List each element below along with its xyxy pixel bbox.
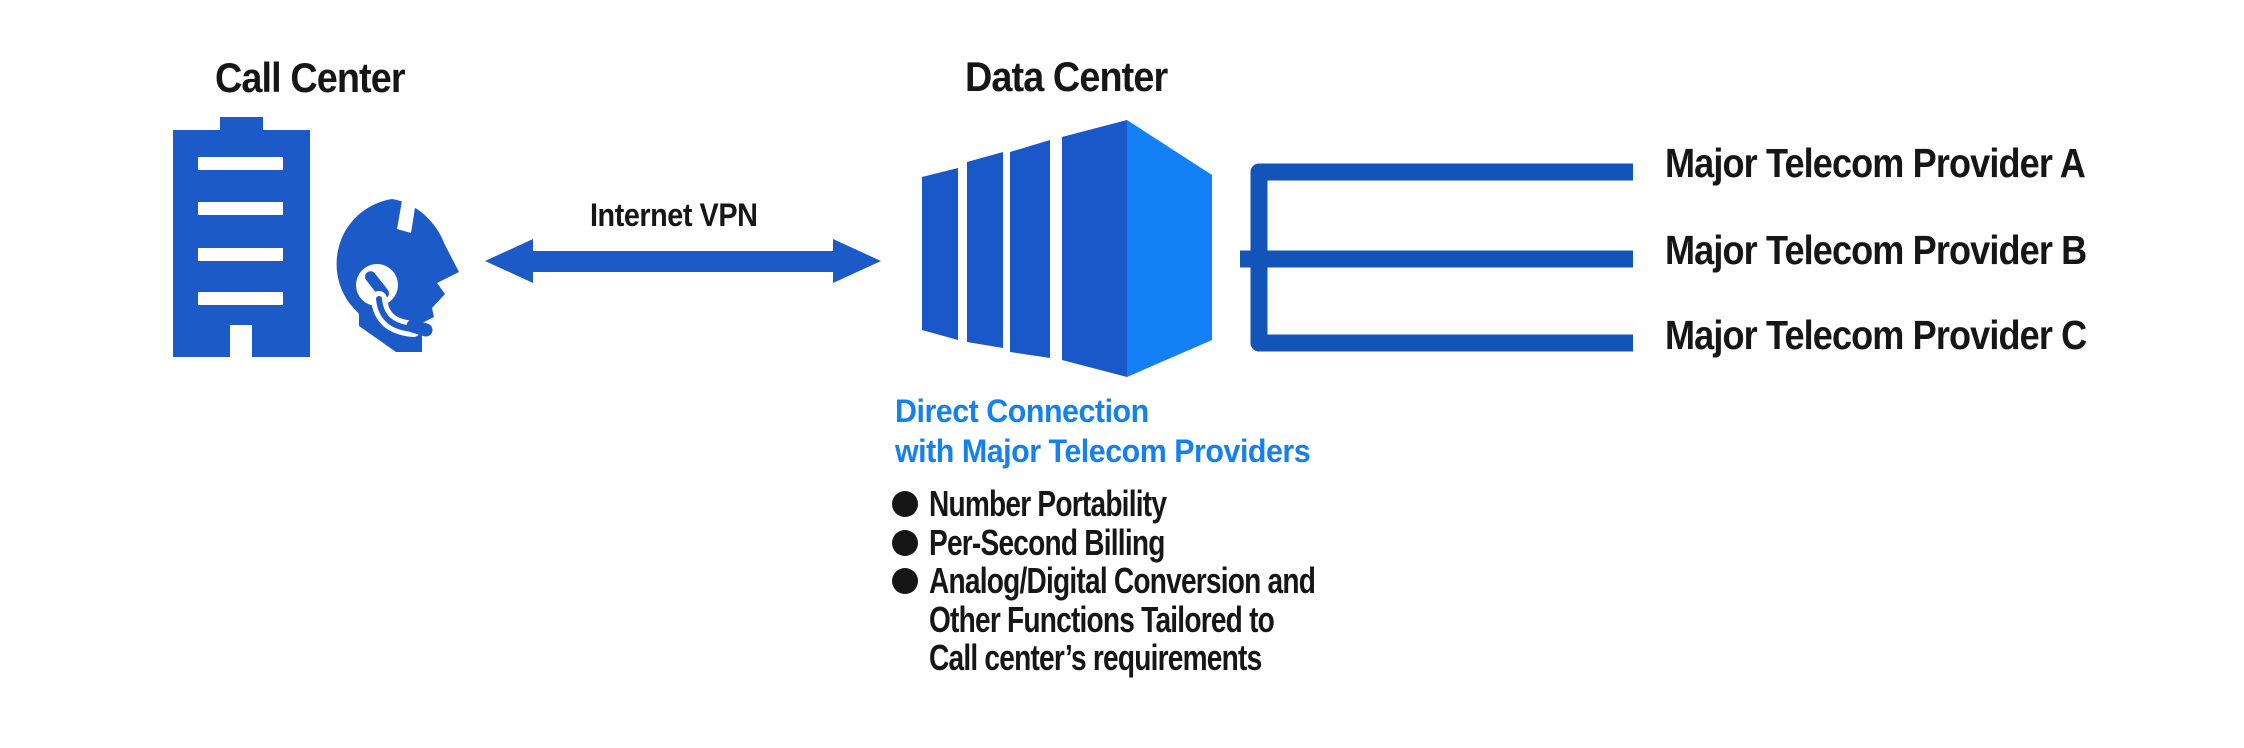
heading-line-1: Direct Connection bbox=[895, 393, 1149, 429]
call-center-title: Call Center bbox=[215, 54, 406, 101]
provider-label-a: Major Telecom Provider A bbox=[1665, 140, 2086, 186]
feature-item: Per-Second Billing bbox=[892, 522, 1424, 563]
bullet-dot-icon bbox=[892, 491, 918, 518]
feature-item: Analog/Digital Conversion and bbox=[892, 560, 1424, 601]
headband-gap bbox=[397, 195, 417, 233]
vpn-double-arrow-icon bbox=[485, 239, 881, 283]
office-building-icon bbox=[173, 117, 310, 357]
internet-vpn-label: Internet VPN bbox=[590, 197, 758, 233]
heading-line-2: with Major Telecom Providers bbox=[895, 433, 1311, 469]
direct-connection-heading: Direct Connection with Major Telecom Pro… bbox=[895, 391, 1332, 471]
feature-item-continuation: Other Functions Tailored to bbox=[929, 598, 1275, 640]
feature-list: Number Portability Per-Second Billing An… bbox=[892, 483, 1424, 679]
feature-item: Number Portability bbox=[892, 483, 1424, 524]
bullet-dot-icon bbox=[892, 568, 918, 595]
agent-headset-icon bbox=[336, 195, 459, 352]
bullet-dot-icon bbox=[892, 529, 918, 556]
feature-item-continuation: Call center’s requirements bbox=[929, 637, 1262, 679]
data-center-icon bbox=[922, 120, 1212, 377]
data-center-title: Data Center bbox=[965, 53, 1168, 100]
provider-label-b: Major Telecom Provider B bbox=[1665, 227, 2087, 273]
mic-tip bbox=[406, 319, 433, 337]
provider-label-c: Major Telecom Provider C bbox=[1665, 312, 2087, 358]
provider-branch-connector bbox=[1240, 163, 1633, 352]
